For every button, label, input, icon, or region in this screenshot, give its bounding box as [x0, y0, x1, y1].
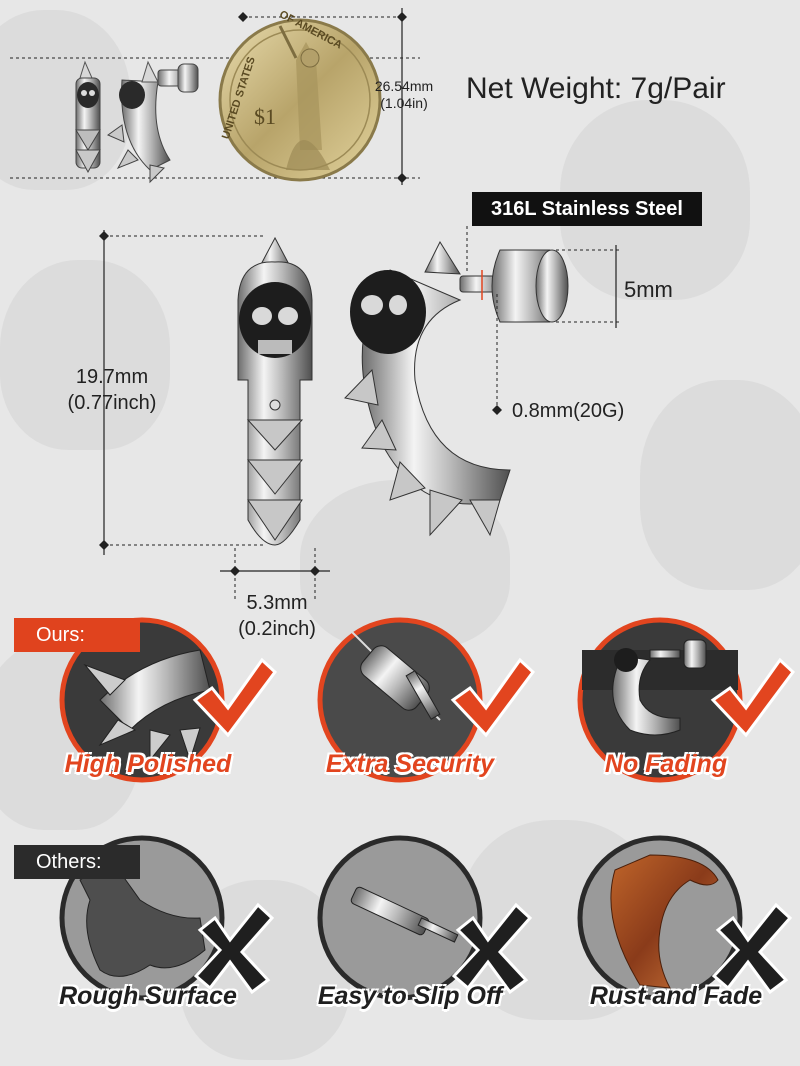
others-circle-3 [577, 835, 743, 1001]
x-icon [711, 902, 793, 995]
others-circle-2 [317, 835, 483, 1001]
net-weight: Net Weight: 7g/Pair [466, 72, 726, 105]
check-icon [450, 657, 536, 738]
height-in: (0.77inch) [67, 392, 157, 414]
coin-diameter-in: (1.04in) [380, 95, 428, 111]
others-badge: Others: [14, 845, 140, 879]
width-mm: 5.3mm [246, 592, 308, 614]
small-earring-front [75, 60, 101, 174]
ours-circle-3 [577, 617, 743, 783]
height-mm: 19.7mm [75, 366, 149, 388]
coin-value: $1 [254, 104, 276, 129]
ours-badge: Ours: [14, 618, 140, 652]
back-diameter-label: 5mm [624, 277, 673, 302]
feature-extra-security: Extra Security [325, 750, 495, 778]
top-guides [10, 16, 420, 179]
ours-circle-2 [317, 617, 483, 783]
feature-rough-surface: Rough Surface [59, 982, 237, 1010]
coin-diameter: 26.54mm (1.04in) [362, 78, 446, 112]
feature-easy-to-slip-off: Easy to Slip Off [317, 982, 503, 1010]
width-dimension-label: 5.3mm (0.2inch) [222, 590, 332, 642]
height-dimension-label: 19.7mm (0.77inch) [54, 364, 170, 416]
check-icon [710, 657, 796, 738]
x-icon [451, 902, 533, 995]
small-earring-side [106, 60, 199, 184]
check-icon [192, 657, 278, 738]
feature-high-polished: High Polished [64, 750, 232, 778]
coin-diameter-mm: 26.54mm [374, 78, 434, 94]
feature-no-fading: No Fading [604, 750, 728, 778]
gauge-label: 0.8mm(20G) [512, 400, 625, 422]
material-label: 316L Stainless Steel [472, 192, 702, 226]
feature-rust-and-fade: Rust and Fade [589, 982, 763, 1010]
large-earring-side [344, 240, 569, 537]
width-in: (0.2inch) [238, 618, 316, 640]
dollar-coin [218, 18, 382, 182]
large-earring-front [237, 236, 313, 546]
x-icon [193, 902, 275, 995]
